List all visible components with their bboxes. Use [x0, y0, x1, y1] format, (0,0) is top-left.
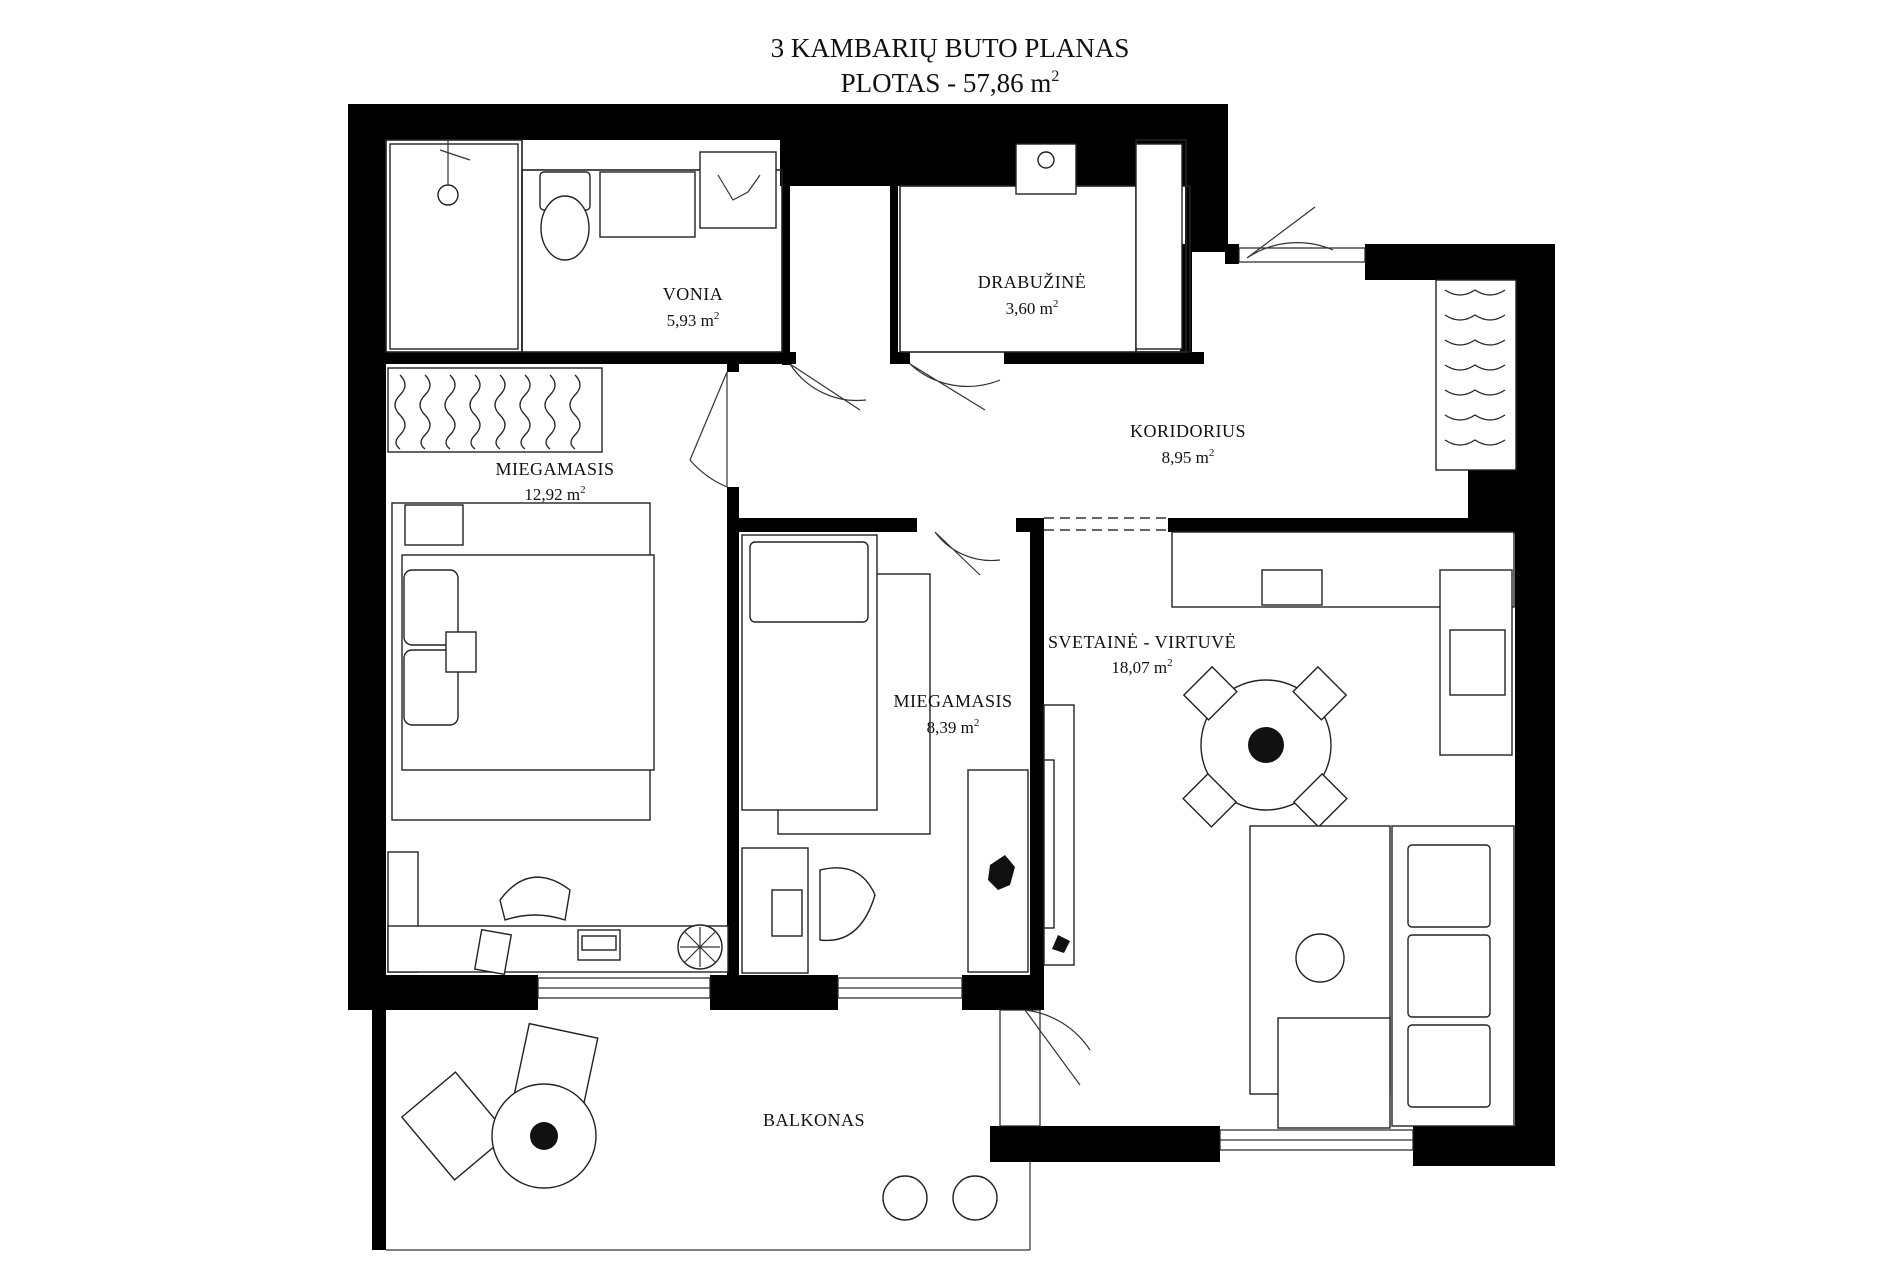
balcony-outline [386, 1162, 1031, 1251]
tv-unit-icon [1043, 704, 1075, 966]
svg-text:MIEGAMASIS: MIEGAMASIS [893, 691, 1012, 711]
svg-text:KORIDORIUS: KORIDORIUS [1130, 421, 1246, 441]
svg-text:SVETAINĖ - VIRTUVĖ: SVETAINĖ - VIRTUVĖ [1048, 632, 1236, 652]
wardrobe-icon [387, 367, 603, 453]
room-label-drabuzine: DRABUŽINĖ 3,60 m2 [978, 271, 1087, 318]
svg-text:VONIA: VONIA [663, 284, 724, 304]
plant-icon [677, 924, 723, 970]
room-label-miegamasis-1: MIEGAMASIS 12,92 m2 [495, 459, 614, 504]
room-label-svetaine-virtuve: SVETAINĖ - VIRTUVĖ 18,07 m2 [1048, 632, 1236, 677]
kitchen-counter-icon [1171, 531, 1515, 756]
svg-text:18,07 m2: 18,07 m2 [1111, 657, 1172, 677]
svg-text:3,60 m2: 3,60 m2 [1006, 298, 1059, 318]
svg-text:8,95 m2: 8,95 m2 [1162, 447, 1215, 467]
plan-title: 3 KAMBARIŲ BUTO PLANAS [771, 33, 1130, 63]
room-label-miegamasis-2: MIEGAMASIS 8,39 m2 [893, 691, 1012, 737]
laptop-icon [577, 929, 621, 961]
plan-area-total: PLOTAS - 57,86 m2 [841, 68, 1060, 98]
bed-icon [741, 534, 931, 835]
room-label-vonia: VONIA 5,93 m2 [663, 284, 724, 330]
svg-text:DRABUŽINĖ: DRABUŽINĖ [978, 271, 1087, 292]
desk-icon [387, 851, 729, 976]
svg-text:BALKONAS: BALKONAS [763, 1110, 865, 1130]
sink-icon [599, 171, 696, 238]
desk-chair-icon [819, 867, 876, 942]
windows [537, 247, 1414, 1151]
sofa-icon [1249, 825, 1515, 1129]
room-label-balkonas: BALKONAS [763, 1110, 865, 1130]
washing-machine-icon [699, 151, 777, 229]
balcony-table-icon [491, 1083, 597, 1189]
svg-text:5,93 m2: 5,93 m2 [667, 310, 720, 330]
desk-chair-icon [499, 876, 571, 921]
doors [689, 206, 1334, 1086]
shower-icon [389, 140, 519, 350]
dining-table-icon [1182, 665, 1348, 828]
desk-icon [741, 769, 1029, 974]
plant-icon [988, 855, 1015, 890]
plant-icon [882, 1175, 998, 1221]
svg-text:12,92 m2: 12,92 m2 [524, 484, 585, 504]
svg-text:MIEGAMASIS: MIEGAMASIS [495, 459, 614, 479]
toilet-icon [539, 171, 591, 261]
shoe-rack-icon [1435, 279, 1517, 471]
closet-furniture [1015, 143, 1183, 350]
room-label-koridorius: KORIDORIUS 8,95 m2 [1130, 421, 1246, 467]
bed-icon [391, 502, 655, 821]
walls [348, 104, 1555, 1250]
svg-text:8,39 m2: 8,39 m2 [927, 717, 980, 737]
